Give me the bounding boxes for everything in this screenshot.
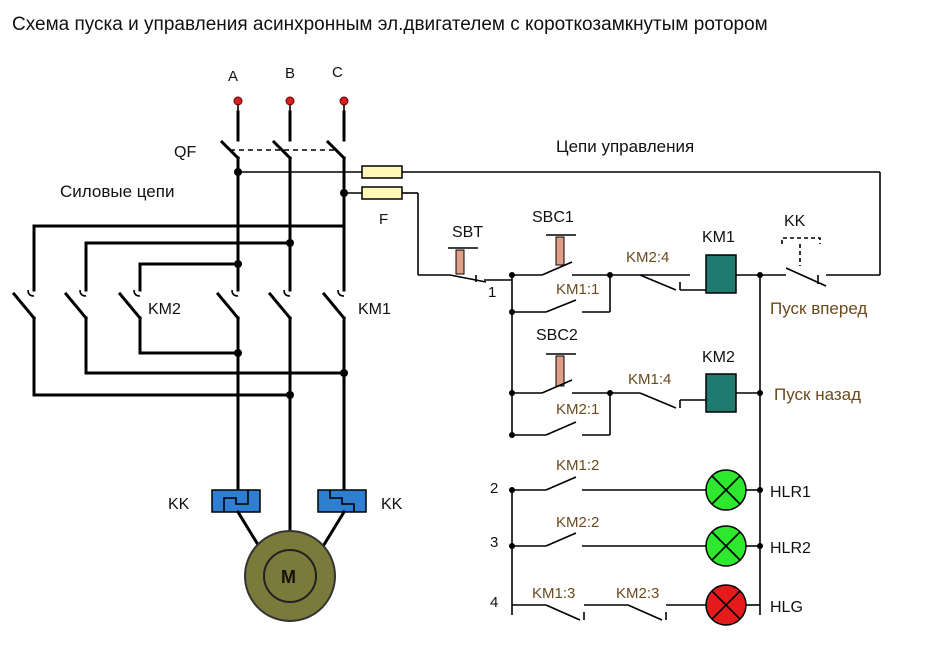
km2-coil: KM2 [680,349,760,413]
motor-housing [244,530,336,622]
km2-3-label: KM2:3 [616,585,659,602]
node-4-label: 4 [490,594,498,611]
kk-control-contact: KK [781,213,827,287]
km2-coil-box [705,373,737,413]
hlg-label: HLG [770,599,803,616]
km2-1-contact: KM2:1 [512,393,611,436]
km1-2-row: 2 KM1:2 HLR1 [490,457,811,511]
power-circuit-label: Силовые цепи [60,182,174,201]
thermal-relay-left: KK [168,489,261,513]
km2-coil-label: KM2 [702,349,735,366]
reverse-start-label: Пуск назад [774,385,861,404]
phase-c-label: C [332,64,343,81]
thermal-relay-right: KK [317,489,403,513]
motor-label: M [281,567,296,587]
phase-a-label: A [228,68,238,85]
hlg-row: 4 KM1:3 KM2:3 HLG [490,584,803,626]
qf-breaker: QF [174,139,347,161]
diagram-title: Схема пуска и управления асинхронным эл.… [12,14,768,35]
km1-2-label: KM1:2 [556,457,599,474]
hlr1-label: HLR1 [770,484,811,501]
fuse-label: F [379,211,388,228]
node-3-label: 3 [490,534,498,551]
control-circuit: Цепи управления F SBT 1 SBC1 [361,137,881,626]
km1-3-label: KM1:3 [532,585,575,602]
hlr2-label: HLR2 [770,540,811,557]
km1-4-label: KM1:4 [628,371,671,388]
kk-control-label: KK [784,213,806,230]
km1-coil: KM1 [680,229,786,294]
sbc2-label: SBC2 [536,327,578,344]
forward-start-label: Пуск вперед [770,299,867,318]
sbt-stop-button: SBT [448,224,487,283]
sbc2-reverse-button: SBC2 [512,327,640,394]
kk-right-label: KK [381,496,403,513]
motor: M [244,530,336,622]
km1-1-label: KM1:1 [556,281,599,298]
km1-coil-label: KM1 [702,229,735,246]
sbc1-plunger [555,236,565,266]
km2-1-label: KM2:1 [556,401,599,418]
control-circuit-label: Цепи управления [556,137,694,156]
kk-left-label: KK [168,496,190,513]
sbt-plunger [455,249,465,275]
sbt-label: SBT [452,224,483,241]
fuses: F [361,165,403,228]
km2-4-label: KM2:4 [626,249,669,266]
sbc1-forward-button: SBC1 [512,209,690,276]
qf-label: QF [174,144,196,161]
km2-2-label: KM2:2 [556,514,599,531]
km1-4-contact: KM1:4 [628,371,681,409]
km2-2-row: 3 KM2:2 HLR2 [490,514,811,567]
power-circuit: A B C QF Силовые [11,64,403,622]
km2-power-label: KM2 [148,301,181,318]
sbc1-label: SBC1 [532,209,574,226]
km2-power-contacts: KM2 [11,289,181,321]
node-2-label: 2 [490,480,498,497]
sbc2-plunger [555,355,565,387]
phase-b-label: B [285,65,295,82]
km1-power-label: KM1 [358,301,391,318]
phase-terminals [233,96,349,112]
km2-4-contact: KM2:4 [626,249,681,291]
km1-power-contacts: KM1 [215,289,391,321]
km1-1-contact: KM1:1 [512,275,611,313]
node-1-label: 1 [488,284,496,301]
km1-coil-box [705,254,737,294]
